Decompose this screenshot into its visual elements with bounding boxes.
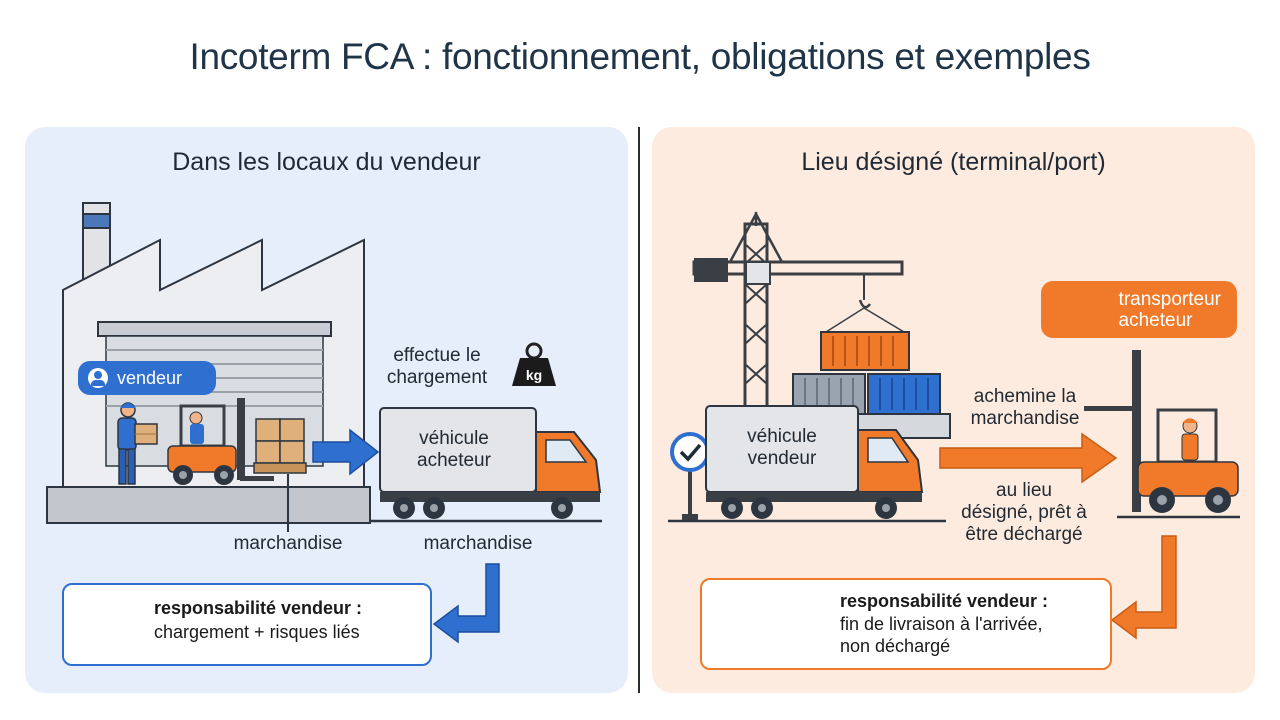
seller-responsibility-box-left: responsabilité vendeur : chargement + ri… (62, 583, 432, 666)
left-outcome-arrow-icon (432, 563, 500, 644)
buyer-carrier-line-2: acheteur (1118, 309, 1193, 331)
goods-label-dock: marchandise (233, 533, 343, 554)
seller-truck-icon (668, 405, 1240, 523)
named-place-heading: Lieu désigné (terminal/port) (801, 148, 1106, 176)
resp-title-right: responsabilité vendeur : (840, 591, 1049, 611)
seller-avatar-icon (88, 368, 108, 388)
route-line-2: marchandise (970, 408, 1080, 429)
resp-text-right-2: non déchargé (840, 636, 951, 656)
goods-label-truck: marchandise (423, 533, 533, 554)
seller-vehicle-line-1: véhicule (747, 426, 817, 447)
buyer-truck-icon (379, 407, 602, 519)
buyer-carrier-label: transporteur acheteur (1119, 289, 1221, 331)
route-line-1: achemine la (973, 386, 1077, 407)
buyer-forklift-icon (1084, 350, 1239, 513)
weight-label: kg (526, 367, 542, 383)
checkpoint-icon (670, 432, 710, 522)
buyer-vehicle-label: véhicule acheteur (392, 428, 516, 472)
transport-arrow-icon (939, 432, 1118, 484)
loading-dock (46, 486, 602, 524)
named-place-line-1: au lieu (996, 480, 1052, 501)
seller-vehicle-line-2: vendeur (747, 448, 817, 469)
goods-pallet-icon (253, 418, 307, 532)
resp-text-right-1: fin de livraison à l'arrivée, (840, 614, 1043, 634)
named-place-label: au lieu désigné, prêt à être déchargé (946, 480, 1102, 546)
resp-title-left: responsabilité vendeur : (154, 598, 363, 618)
forklift-icon (167, 398, 274, 485)
buyer-carrier-line-1: transporteur (1118, 288, 1221, 310)
loading-arrow-icon (312, 428, 380, 476)
page-title: Incoterm FCA : fonctionnement, obligatio… (189, 36, 1091, 77)
route-label: achemine la marchandise (955, 386, 1095, 430)
seller-vehicle-label: véhicule vendeur (720, 426, 844, 470)
buyer-vehicle-line-2: acheteur (417, 450, 491, 471)
seller-premises-heading: Dans les locaux du vendeur (172, 148, 481, 176)
loading-action-label: effectue le chargement (372, 345, 502, 389)
seller-badge-label: vendeur (117, 367, 183, 388)
resp-text-left: chargement + risques liés (154, 622, 360, 642)
worker-icon (117, 402, 158, 485)
named-place-line-3: être déchargé (965, 524, 1083, 545)
named-place-line-2: désigné, prêt à (961, 502, 1087, 523)
weight-icon: kg (512, 342, 556, 386)
panel-divider (638, 127, 640, 693)
buyer-vehicle-line-1: véhicule (419, 428, 489, 449)
seller-responsibility-box-right: responsabilité vendeur : fin de livraiso… (700, 578, 1112, 670)
right-outcome-arrow-icon (1110, 535, 1177, 640)
seller-badge: vendeur (78, 361, 216, 395)
buyer-carrier-badge: transporteur acheteur (1041, 281, 1237, 338)
loading-action-line-2: chargement (386, 367, 488, 388)
loading-action-line-1: effectue le (393, 345, 481, 366)
